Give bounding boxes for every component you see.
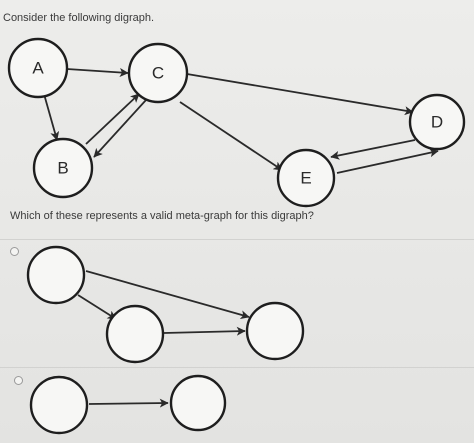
node-e-label: E bbox=[300, 169, 311, 188]
divider bbox=[0, 239, 474, 240]
option-b-metagraph bbox=[29, 374, 227, 435]
edge-c-d bbox=[186, 73, 414, 116]
node-a: A bbox=[7, 37, 69, 99]
edge-d-e bbox=[330, 139, 416, 160]
option-a-node-3 bbox=[245, 301, 305, 361]
option-a-radio[interactable] bbox=[10, 247, 19, 256]
option-a-edge-1 bbox=[85, 270, 250, 320]
option-b-node-1 bbox=[29, 375, 89, 435]
option-a-node-1 bbox=[26, 245, 86, 305]
divider bbox=[0, 367, 474, 368]
option-b-radio[interactable] bbox=[14, 376, 23, 385]
question-prompt: Consider the following digraph. bbox=[3, 12, 155, 24]
node-e: E bbox=[276, 148, 336, 208]
option-a-metagraph bbox=[26, 245, 305, 364]
question-text: Which of these represents a valid meta-g… bbox=[10, 210, 314, 222]
option-b-edge-1 bbox=[88, 398, 169, 408]
edge-a-b bbox=[43, 93, 60, 141]
node-b-label: B bbox=[57, 159, 68, 178]
option-b-node-2 bbox=[169, 374, 227, 432]
node-b: B bbox=[32, 137, 94, 199]
edge-c-b bbox=[93, 99, 147, 158]
node-c-label: C bbox=[152, 64, 164, 83]
node-c: C bbox=[127, 42, 189, 104]
node-a-label: A bbox=[32, 59, 44, 78]
option-a-node-2 bbox=[105, 304, 165, 364]
edge-b-c bbox=[85, 93, 140, 145]
option-a-edge-2 bbox=[77, 294, 117, 320]
edge-e-d bbox=[336, 148, 439, 174]
option-a-edge-3 bbox=[163, 326, 246, 336]
edge-a-c bbox=[66, 67, 129, 77]
node-d-label: D bbox=[431, 113, 443, 132]
edge-c-e bbox=[179, 101, 283, 171]
node-d: D bbox=[408, 93, 466, 151]
